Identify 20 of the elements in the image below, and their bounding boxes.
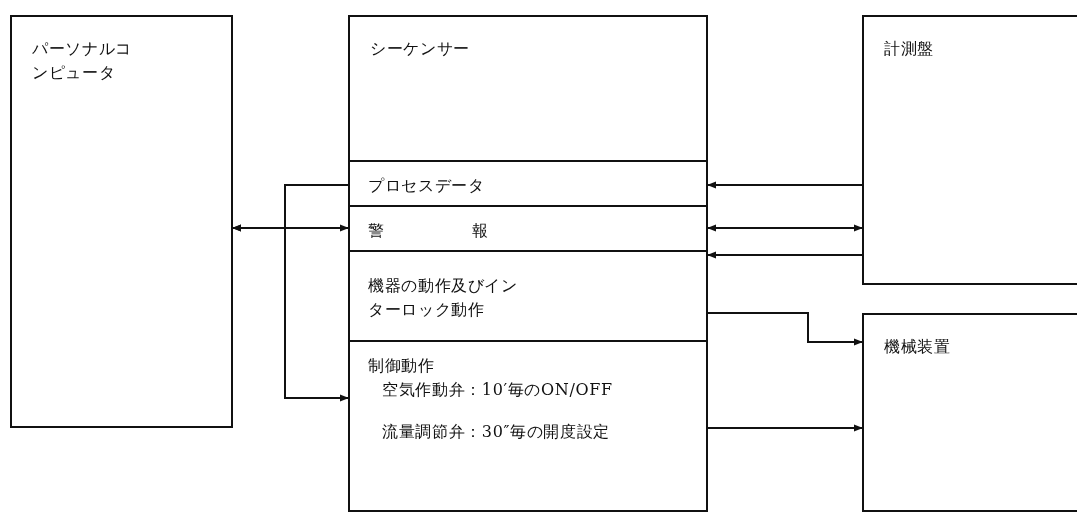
node-label: シーケンサー bbox=[370, 38, 470, 60]
node-label: 流量調節弁：30″毎の開度設定 bbox=[382, 421, 610, 443]
process-box bbox=[348, 15, 708, 512]
arrow bbox=[232, 227, 349, 402]
node-label: 機器の動作及びインターロック動作 bbox=[368, 275, 518, 321]
arrow bbox=[707, 424, 863, 432]
node-label: 計測盤 bbox=[884, 38, 934, 60]
node-label: 空気作動弁：10′毎のON/OFF bbox=[382, 379, 613, 401]
arrow bbox=[707, 251, 863, 259]
node-label: 機械装置 bbox=[884, 336, 951, 358]
process-box bbox=[10, 15, 233, 428]
node-label: パーソナルコンピュータ bbox=[32, 38, 132, 84]
arrow bbox=[707, 181, 863, 189]
arrow bbox=[707, 224, 863, 232]
process-box bbox=[862, 313, 1077, 512]
process-box bbox=[862, 15, 1077, 285]
node-label: 警報 bbox=[368, 220, 576, 242]
node-label: プロセスデータ bbox=[368, 175, 485, 197]
arrow bbox=[707, 312, 863, 346]
node-label: 制御動作 bbox=[368, 355, 435, 377]
